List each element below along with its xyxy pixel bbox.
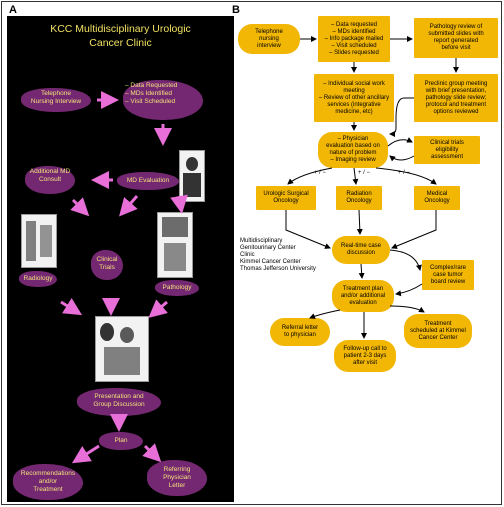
- b-plus-minus-2: + / −: [358, 170, 371, 176]
- b-complex-case-review: Complex/rare case tumor board review: [422, 260, 474, 290]
- title-line-1: KCC Multidisciplinary Urologic: [50, 23, 191, 35]
- panel-a-flowchart: KCC Multidisciplinary Urologic Cancer Cl…: [7, 16, 234, 502]
- arrow-b-eval-uro: [287, 167, 333, 185]
- photo-pathology: [157, 212, 193, 278]
- panel-b-label: B: [232, 4, 240, 16]
- b-medical-oncology: Medical Oncology: [414, 186, 460, 210]
- arrow-a4: [70, 197, 90, 217]
- arrow-b-trials-eval: [389, 155, 415, 162]
- panel-a-label: A: [9, 4, 17, 16]
- a-clinical-trials: Clinical Trials: [96, 256, 118, 271]
- a-md-evaluation: MD Evaluation: [126, 177, 170, 184]
- photo-radiology: [21, 214, 57, 268]
- arrow-b-eval-rad: [352, 167, 359, 185]
- b-referral-letter: Referral letter to physician: [270, 318, 330, 346]
- arrow-b-realtime-plan: [358, 263, 365, 279]
- arrow-b-complex-plan: [395, 283, 423, 297]
- b-social-work: – Individual social work meeting – Revie…: [314, 74, 394, 122]
- a-plan: Plan: [114, 437, 128, 444]
- arrow-b-med-realtime: [391, 210, 437, 249]
- arrow-a6: [170, 194, 188, 214]
- arrow-b-eval-med: [375, 167, 437, 185]
- panel-a-arrows: [60, 91, 188, 464]
- arrow-a11: [71, 444, 100, 464]
- b-plus-minus-3: + / −: [398, 170, 411, 176]
- a-recommendations: Recommendations and/or Treatment: [20, 470, 76, 493]
- smear-presentation: [77, 388, 161, 416]
- smear-telephone: [21, 88, 91, 112]
- smear-trials: [91, 250, 123, 280]
- arrow-b-plan-referral: [309, 309, 341, 319]
- b-realtime-discussion: Real-time case discussion: [332, 236, 390, 264]
- panel-a-title: KCC Multidisciplinary Urologic Cancer Cl…: [7, 22, 234, 50]
- photo-md-evaluation: [179, 150, 205, 202]
- arrow-b-uro-realtime: [285, 210, 331, 249]
- b-data-requested: – Data requested – MDs identified – Info…: [318, 16, 390, 62]
- b-treatment-plan: Treatment plan and/or additional evaluat…: [332, 280, 394, 312]
- arrow-a9: [148, 299, 168, 318]
- arrow-b-realtime-complex: [389, 249, 422, 271]
- b-telephone-interview: Telephone nursing interview: [238, 24, 300, 54]
- smear-pathology: [155, 280, 199, 296]
- smear-md-eval: [117, 172, 179, 190]
- b-physician-evaluation: – Physician evaluation based on nature o…: [318, 132, 388, 168]
- b-center-label: Multidisciplinary Genitourinary Center C…: [240, 238, 316, 272]
- a-radiology: Radiology: [23, 275, 53, 282]
- a-presentation: Presentation and Group Discussion: [93, 393, 145, 408]
- b-plus-minus-1: + / −: [314, 170, 327, 176]
- smear-referring: [147, 460, 207, 496]
- smear-additional: [25, 166, 75, 194]
- b-radiation-oncology: Radiation Oncology: [336, 186, 382, 210]
- smear-radiology: [19, 271, 57, 287]
- b-trials-eligibility: Clinical trials eligibility assessment: [414, 136, 480, 164]
- arrow-a5: [119, 195, 139, 217]
- arrow-b-eval-trials: [387, 137, 413, 147]
- b-urologic-oncology: Urologic Surgical Oncology: [256, 186, 316, 210]
- b-treatment-scheduled: Treatment scheduled at Kimmel Cancer Cen…: [404, 314, 472, 348]
- arrow-a12: [142, 443, 162, 463]
- arrow-b-rad-realtime: [356, 209, 363, 235]
- a-additional-md: Additional MD Consult: [29, 168, 71, 183]
- arrow-b-preclinic-eval: [389, 97, 414, 137]
- smear-plan: [99, 432, 143, 450]
- smear-data: [123, 80, 203, 120]
- a-data-requested: – Data Requested – MDs Identified – Visi…: [125, 82, 178, 105]
- arrow-a7: [60, 298, 83, 316]
- a-telephone: Telephone Nursing Interview: [30, 90, 82, 105]
- b-pathology-review: Pathology review of submitted slides wit…: [414, 18, 498, 58]
- a-pathology: Pathology: [162, 284, 192, 291]
- arrow-b-plan-sched: [389, 305, 425, 313]
- title-line-2: Cancer Clinic: [89, 37, 152, 49]
- smear-recommendations: [13, 464, 83, 500]
- b-followup-call: Follow-up call to patient 2-3 days after…: [334, 340, 396, 372]
- b-preclinic-meeting: Preclinic group meeting with brief prese…: [414, 74, 498, 122]
- a-referring-letter: Referring Physician Letter: [163, 466, 191, 489]
- photo-group-discussion: [95, 316, 149, 382]
